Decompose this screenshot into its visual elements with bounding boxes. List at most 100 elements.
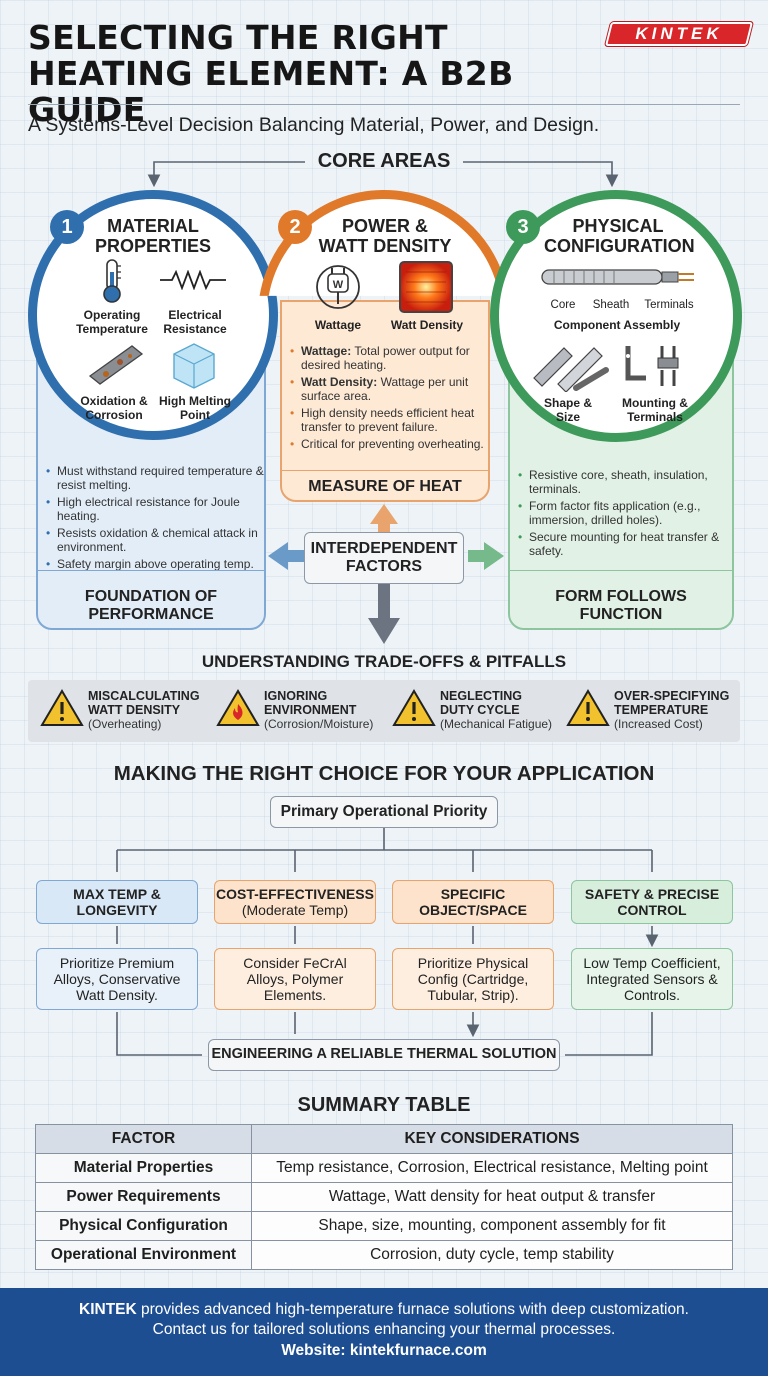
power-panel: Wattage: Total power output for desired … [280,300,490,502]
bullet: High density needs efficient heat transf… [290,406,486,434]
bullet: Wattage: Total power output for desired … [290,344,486,372]
label-line: Shape & [543,396,592,410]
table-cell: Corrosion, duty cycle, temp stability [251,1240,733,1270]
option-recommendation: Prioritize Premium Alloys, Conservative … [36,948,198,1010]
rods-icon [533,347,609,392]
core-arrow-right [463,161,619,188]
footer-line: PERFORMANCE [88,606,214,623]
warning-icon [40,689,84,726]
pitfall-title: NEGLECTING [440,689,522,703]
fire-warning-icon [216,689,260,726]
title-line-2: HEATING ELEMENT: A B2B GUIDE [28,54,514,129]
bullet: Critical for preventing overheating. [290,437,486,451]
pitfall-title: IGNORING [264,689,328,703]
option-line: LONGEVITY [76,902,158,918]
table-cell: Material Properties [35,1153,252,1183]
bullet: Secure mounting for heat transfer & safe… [518,530,732,558]
bullet-text: Total power output for desired heating. [301,344,470,372]
choice-down-arrows [116,926,652,944]
title-line-1: SELECTING THE RIGHT [28,18,448,57]
table-cell: Temp resistance, Corrosion, Electrical r… [251,1153,733,1183]
pitfall-sub: (Mechanical Fatigue) [440,717,553,731]
panel-divider [510,570,732,571]
option-header: MAX TEMP &LONGEVITY [36,880,198,924]
pitfalls-row [28,680,740,742]
warning-icon [392,689,436,726]
thermometer-icon [103,259,121,303]
pitfall-sub: (Corrosion/Moisture) [264,717,374,731]
label-line: High Melting [159,394,231,408]
footer-line-2: Contact us for tailored solutions enhanc… [152,1321,616,1338]
physical-bullets: Resistive core, sheath, insulation, term… [518,468,732,561]
footer-line: FOUNDATION OF [84,588,218,605]
bullet-text: Wattage per unit surface area. [301,375,469,403]
plug-icon: W [316,265,360,309]
pitfall-title: TEMPERATURE [614,703,709,717]
pitfall-sub: (Increased Cost) [614,717,703,731]
area-number-2: 2 [278,210,312,244]
label-line: Operating [83,308,141,322]
column-header: FACTOR [35,1124,252,1154]
website-link[interactable]: Website: kintekfurnace.com [281,1342,487,1359]
option-recommendation: Consider FeCrAl Alloys, Polymer Elements… [214,948,376,1010]
pitfall-title: DUTY CYCLE [440,703,520,717]
arrow-right [468,542,504,570]
summary-title: SUMMARY TABLE [297,1094,471,1116]
bullet: Resistive core, sheath, insulation, term… [518,468,732,496]
core-arrow-left [147,161,305,188]
option-line: OBJECT/SPACE [419,902,527,918]
table-cell: Power Requirements [35,1182,252,1212]
pitfall-title: ENVIRONMENT [264,703,357,717]
ice-block-icon [173,343,215,389]
bullet: Watt Density: Wattage per unit surface a… [290,375,486,403]
option-recommendation: Low Temp Coefficient, Integrated Sensors… [571,948,733,1010]
bullet-term: Watt Density: [301,375,378,389]
pitfall-sub: (Overheating) [88,717,162,731]
pitfall-title: MISCALCULATING [88,689,200,703]
title-line: POWER & [341,216,428,236]
table-cell: Shape, size, mounting, component assembl… [251,1211,733,1241]
column-header: KEY CONSIDERATIONS [251,1124,733,1154]
title-line: MATERIAL [107,216,199,236]
arrow-left [268,542,304,570]
area-number-1: 1 [50,210,84,244]
bullet: Form factor fits application (e.g., imme… [518,499,732,527]
bullet-term: Wattage: [301,344,352,358]
bullet: High electrical resistance for Joule hea… [46,495,264,523]
pitfall-title: WATT DENSITY [88,703,181,717]
bullet: Resists oxidation & chemical attack in e… [46,526,264,554]
label-line: Electrical [168,308,222,322]
page-title: SELECTING THE RIGHT HEATING ELEMENT: A B… [28,20,588,128]
bullet: Must withstand required temperature & re… [46,464,264,492]
interdependency-arrows [268,504,504,644]
table-cell: Wattage, Watt density for heat output & … [251,1182,733,1212]
footer-line: FORM FOLLOWS [555,588,687,605]
label-line: Temperature [76,322,148,336]
footer-brand: KINTEK [79,1301,137,1318]
option-line: CONTROL [617,902,687,918]
option-line: MAX TEMP & [73,886,161,902]
part-label-core: Core [550,299,576,311]
option-line: (Moderate Temp) [241,902,349,918]
title-line: PROPERTIES [94,236,212,256]
option-header: COST-EFFECTIVENESS(Moderate Temp) [214,880,376,924]
label-line: Corrosion [85,408,143,422]
page-subtitle: A Systems-Level Decision Balancing Mater… [28,114,600,136]
icon-label: Watt Density [390,318,464,332]
panel-divider [282,470,488,471]
tradeoffs-title: UNDERSTANDING TRADE-OFFS & PITFALLS [201,652,567,671]
option-line: SAFETY & PRECISE [584,886,720,902]
